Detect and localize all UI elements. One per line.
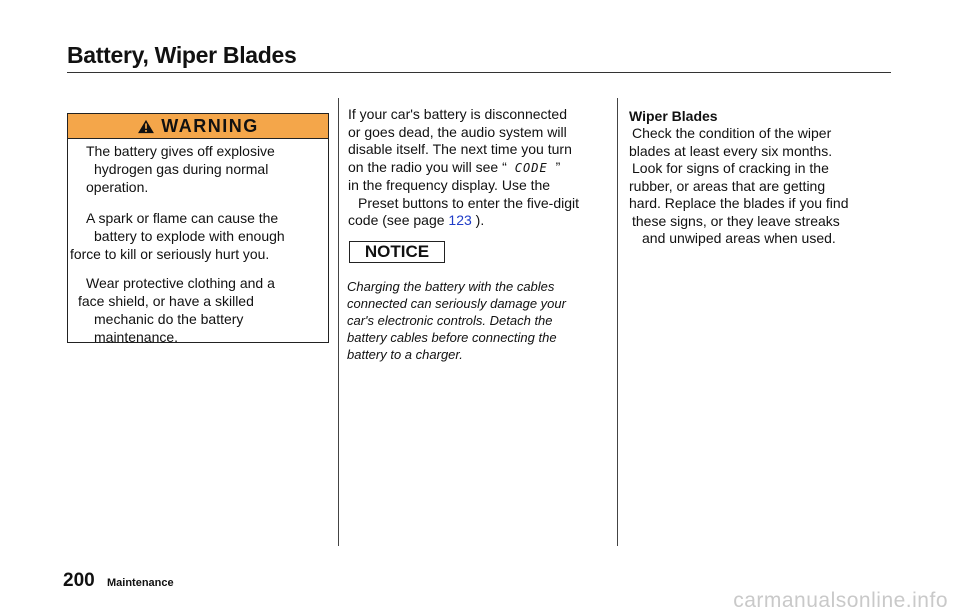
wiper-paragraph: Check the condition of the wiper blades … <box>629 125 891 248</box>
section-name: Maintenance <box>107 577 174 589</box>
warning-triangle-icon <box>138 119 155 133</box>
warning-header: WARNING <box>68 114 328 139</box>
notice-text-line: Charging the battery with the cables <box>347 279 555 294</box>
body-text-line: Check the condition of the wiper <box>632 125 832 141</box>
body-text-line: blades at least every six months. <box>629 142 833 159</box>
warning-text-line: The battery gives off explosive <box>86 143 275 159</box>
body-text-line: Look for signs of cracking in the <box>632 160 829 176</box>
title-divider <box>67 72 891 73</box>
page-number: 200 <box>63 570 95 591</box>
body-text-line: or goes dead, the audio system will <box>348 123 567 140</box>
battery-paragraph: If your car's battery is disconnected or… <box>348 106 610 230</box>
code-display: CODE <box>514 160 548 175</box>
warning-text-line: maintenance. <box>94 329 179 345</box>
column-divider-2 <box>617 98 618 546</box>
body-text-line: rubber, or areas that are getting <box>629 177 826 194</box>
warning-paragraph-2: A spark or flame can cause the battery t… <box>68 209 330 263</box>
warning-label: WARNING <box>161 115 259 136</box>
warning-text-line: mechanic do the battery <box>94 311 244 327</box>
body-text-line: code (see page 123 ). <box>348 212 485 228</box>
wiper-heading: Wiper Blades <box>629 108 718 124</box>
warning-paragraph-1: The battery gives off explosive hydrogen… <box>68 142 330 196</box>
body-text-line: Preset buttons to enter the five-digit <box>358 194 580 211</box>
warning-box: WARNING The battery gives off explosive … <box>67 113 330 346</box>
warning-text-line: A spark or flame can cause the <box>86 210 279 226</box>
page-link[interactable]: 123 <box>448 212 472 228</box>
body-text-line: disable itself. The next time you turn <box>348 141 572 157</box>
body-text-line: these signs, or they leave streaks <box>632 212 840 229</box>
notice-text-line: car's electronic controls. Detach the <box>347 313 553 328</box>
watermark: carmanualsonline.info <box>733 589 948 612</box>
column-divider-1 <box>338 98 339 546</box>
body-text-line: in the frequency display. Use the <box>348 177 551 193</box>
warning-text-line: hydrogen gas during normal <box>94 161 269 177</box>
notice-text-line: connected can seriously damage your <box>347 296 566 311</box>
warning-text-line: battery to explode with enough <box>94 228 285 244</box>
warning-paragraph-3: Wear protective clothing and a face shie… <box>68 274 330 346</box>
notice-label: NOTICE <box>349 241 445 263</box>
body-text-line: on the radio you will see “CODE” <box>348 158 561 175</box>
body-text-line: If your car's battery is disconnected <box>348 106 567 122</box>
warning-text-line: force to kill or seriously hurt you. <box>70 246 270 262</box>
notice-text-line: battery to a charger. <box>347 347 463 362</box>
body-text-line: hard. Replace the blades if you find <box>629 195 849 211</box>
warning-text-line: Wear protective clothing and a <box>86 275 275 291</box>
page-title: Battery, Wiper Blades <box>67 42 297 68</box>
notice-text-line: battery cables before connecting the <box>347 330 557 345</box>
body-text-line: and unwiped areas when used. <box>642 230 836 246</box>
warning-text-line: face shield, or have a skilled <box>78 293 254 309</box>
notice-text: Charging the battery with the cables con… <box>347 278 607 363</box>
warning-text-line: operation. <box>86 179 149 195</box>
